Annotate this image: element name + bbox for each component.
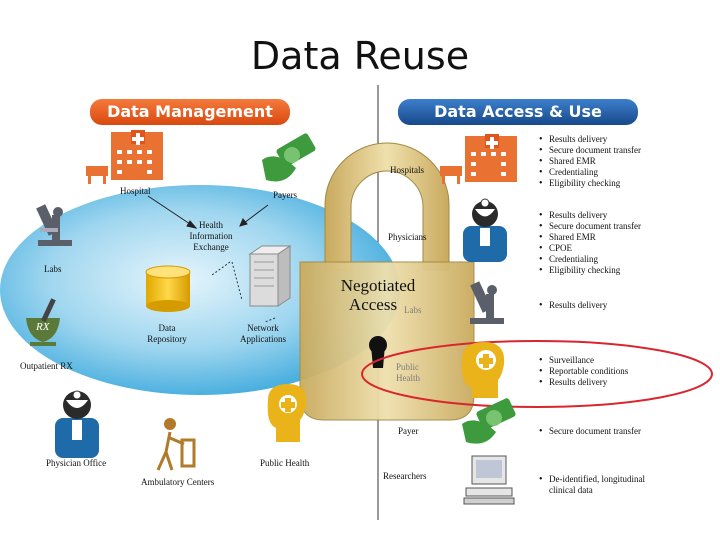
computer-icon-right: [463, 455, 515, 505]
payer-money-icon-right: [462, 398, 516, 444]
row-label-public-health: Public Health: [396, 362, 420, 383]
bullet-item: Secure document transfer: [539, 145, 641, 156]
lock-shackle: [324, 142, 450, 271]
public-health-icon-right: [461, 342, 505, 398]
bullet-item: Credentialing: [539, 254, 641, 265]
bullet-item: Reportable conditions: [539, 366, 628, 377]
row-label-payer: Payer: [398, 426, 419, 436]
microscope-icon-left: [36, 204, 72, 246]
data-management-header: Data Management: [107, 102, 273, 121]
bullet-item: Secure document transfer: [539, 221, 641, 232]
negotiated-access-line2: Access: [348, 295, 398, 314]
negotiated-access-line1: Negotiated: [340, 276, 416, 295]
bullet-item: Results delivery: [539, 210, 641, 221]
row-label-researchers: Researchers: [383, 471, 427, 481]
server-icon: [248, 245, 292, 307]
labs-label: Labs: [44, 264, 62, 274]
bullet-item: Eligibility checking: [539, 265, 641, 276]
data-access-header: Data Access & Use: [434, 102, 602, 121]
bullet-item: Secure document transfer: [539, 426, 641, 437]
hospital-icon-left: [86, 130, 163, 184]
hospital-icon-right: [440, 134, 517, 184]
bullets-researchers: De-identified, longitudinal clinical dat…: [537, 474, 645, 496]
walker-icon: [156, 418, 196, 471]
bullet-item: Shared EMR: [539, 156, 641, 167]
arrows: [147, 195, 269, 229]
public-health-icon-left: [267, 384, 307, 442]
bullet-item: Eligibility checking: [539, 178, 641, 189]
bullets-physicians: Results delivery Secure document transfe…: [537, 210, 641, 276]
data-repository-label: Data Repository: [147, 323, 187, 344]
bullet-item: Surveillance: [539, 355, 628, 366]
bullets-public-health: Surveillance Reportable conditions Resul…: [537, 355, 628, 388]
rx-mortar-icon: [26, 298, 60, 346]
hie-label: Health Information Exchange: [189, 220, 233, 252]
outpatient-rx-label: Outpatient RX: [20, 361, 73, 371]
ambulatory-centers-label: Ambulatory Centers: [141, 477, 215, 487]
network-applications-label: Network Applications: [240, 323, 286, 344]
row-label-hospitals: Hospitals: [390, 165, 425, 175]
money-hand-icon-left: [262, 133, 316, 182]
hospital-label: Hospital: [120, 186, 151, 196]
physician-icon-left: [55, 390, 99, 458]
database-icon: [145, 265, 191, 312]
physician-office-label: Physician Office: [46, 458, 107, 468]
public-health-label-left: Public Health: [260, 458, 310, 468]
bullets-hospitals: Results delivery Secure document transfe…: [537, 134, 641, 189]
microscope-icon-right: [470, 281, 504, 324]
row-label-labs: Labs: [404, 305, 422, 315]
rx-symbol: RX: [36, 321, 50, 333]
bullets-payer: Secure document transfer: [537, 426, 641, 437]
data-management-header-bg: [90, 99, 290, 125]
data-access-header-bg: [398, 99, 638, 125]
bullet-item: Results delivery: [539, 134, 641, 145]
public-health-highlight: [361, 340, 713, 408]
bullet-item: Results delivery: [539, 377, 628, 388]
bullet-item: Results delivery: [539, 300, 607, 311]
bullet-item: Shared EMR: [539, 232, 641, 243]
bullets-labs: Results delivery: [537, 300, 607, 311]
bullet-item: CPOE: [539, 243, 641, 254]
payers-label: Payers: [273, 190, 297, 200]
row-label-physicians: Physicians: [388, 232, 427, 242]
page-title: Data Reuse: [250, 34, 470, 78]
physician-icon-right: [463, 198, 507, 262]
bullet-item: Credentialing: [539, 167, 641, 178]
bullet-item: De-identified, longitudinal clinical dat…: [539, 474, 645, 496]
